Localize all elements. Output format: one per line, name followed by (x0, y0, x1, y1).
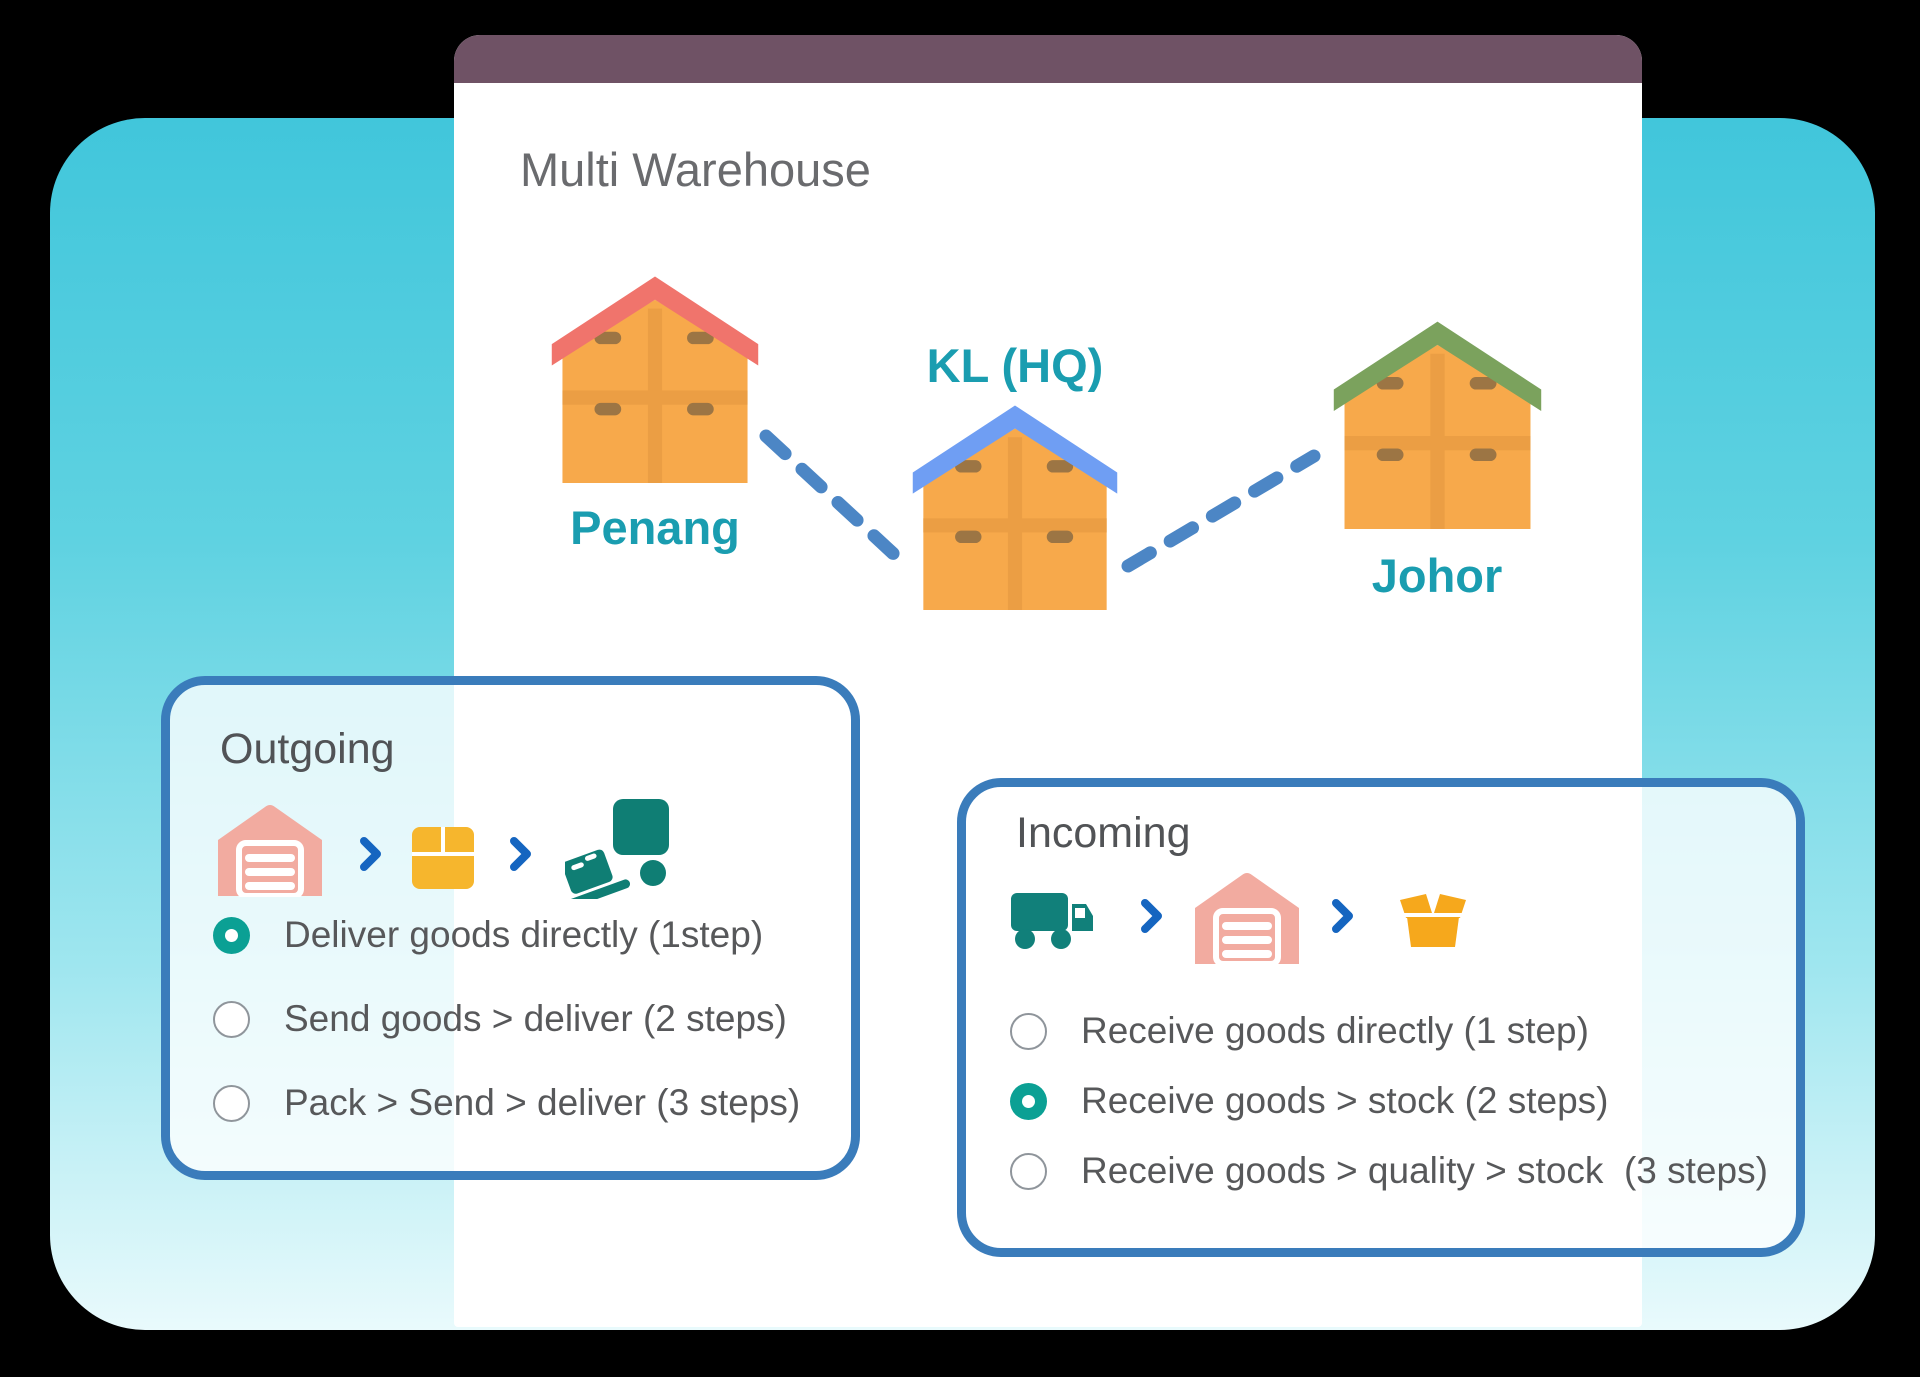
warehouse-label-penang: Penang (570, 501, 740, 554)
radio-button[interactable] (1010, 1082, 1047, 1120)
warehouse-label-kl-hq: KL (HQ) (926, 339, 1104, 392)
incoming-option-2[interactable]: Receive goods > stock (2 steps) (1010, 1079, 1609, 1123)
incoming-panel-title: Incoming (1016, 809, 1191, 857)
incoming-option-1[interactable]: Receive goods directly (1 step) (1010, 1009, 1589, 1053)
warehouse-kl-hq-icon (912, 405, 1118, 610)
warehouse-johor-icon (1333, 321, 1542, 529)
option-label: Deliver goods directly (1step) (284, 914, 764, 955)
warehouse-garage-icon (218, 805, 322, 897)
outgoing-panel-title: Outgoing (220, 725, 395, 773)
chevron-right-icon (510, 837, 531, 871)
truck-icon (1011, 893, 1093, 949)
page-title: Multi Warehouse (520, 143, 871, 196)
outgoing-option-1[interactable]: Deliver goods directly (1step) (213, 913, 763, 957)
option-label: Receive goods > quality > stock (3 steps… (1081, 1150, 1768, 1191)
chevron-right-icon (360, 837, 381, 871)
option-label: Send goods > deliver (2 steps) (284, 998, 787, 1039)
chevron-right-icon (1332, 899, 1353, 933)
warehouse-label-johor: Johor (1371, 549, 1503, 602)
roof (1333, 321, 1542, 411)
outgoing-option-3[interactable]: Pack > Send > deliver (3 steps) (213, 1081, 800, 1125)
incoming-panel: Incoming Recei (957, 778, 1805, 1257)
option-label: Pack > Send > deliver (3 steps) (284, 1082, 801, 1123)
radio-button[interactable] (1010, 1152, 1047, 1190)
radio-button[interactable] (1010, 1012, 1047, 1050)
outgoing-option-2[interactable]: Send goods > deliver (2 steps) (213, 997, 787, 1041)
outgoing-panel: Outgoing (161, 676, 860, 1180)
option-label: Receive goods > stock (2 steps) (1081, 1080, 1609, 1121)
radio-button[interactable] (213, 1084, 250, 1122)
roof (912, 405, 1118, 494)
roof (551, 276, 759, 366)
radio-button[interactable] (213, 916, 250, 954)
box-icon (412, 827, 474, 889)
warehouse-garage-icon (1195, 873, 1299, 965)
open-box-icon (1400, 894, 1466, 947)
warehouse-penang-icon (551, 276, 759, 483)
incoming-option-3[interactable]: Receive goods > quality > stock (3 steps… (1010, 1149, 1768, 1193)
radio-button[interactable] (213, 1000, 250, 1038)
window-titlebar (454, 35, 1642, 83)
hand-truck-icon (565, 799, 669, 899)
chevron-right-icon (1141, 899, 1162, 933)
option-label: Receive goods directly (1 step) (1081, 1010, 1589, 1051)
